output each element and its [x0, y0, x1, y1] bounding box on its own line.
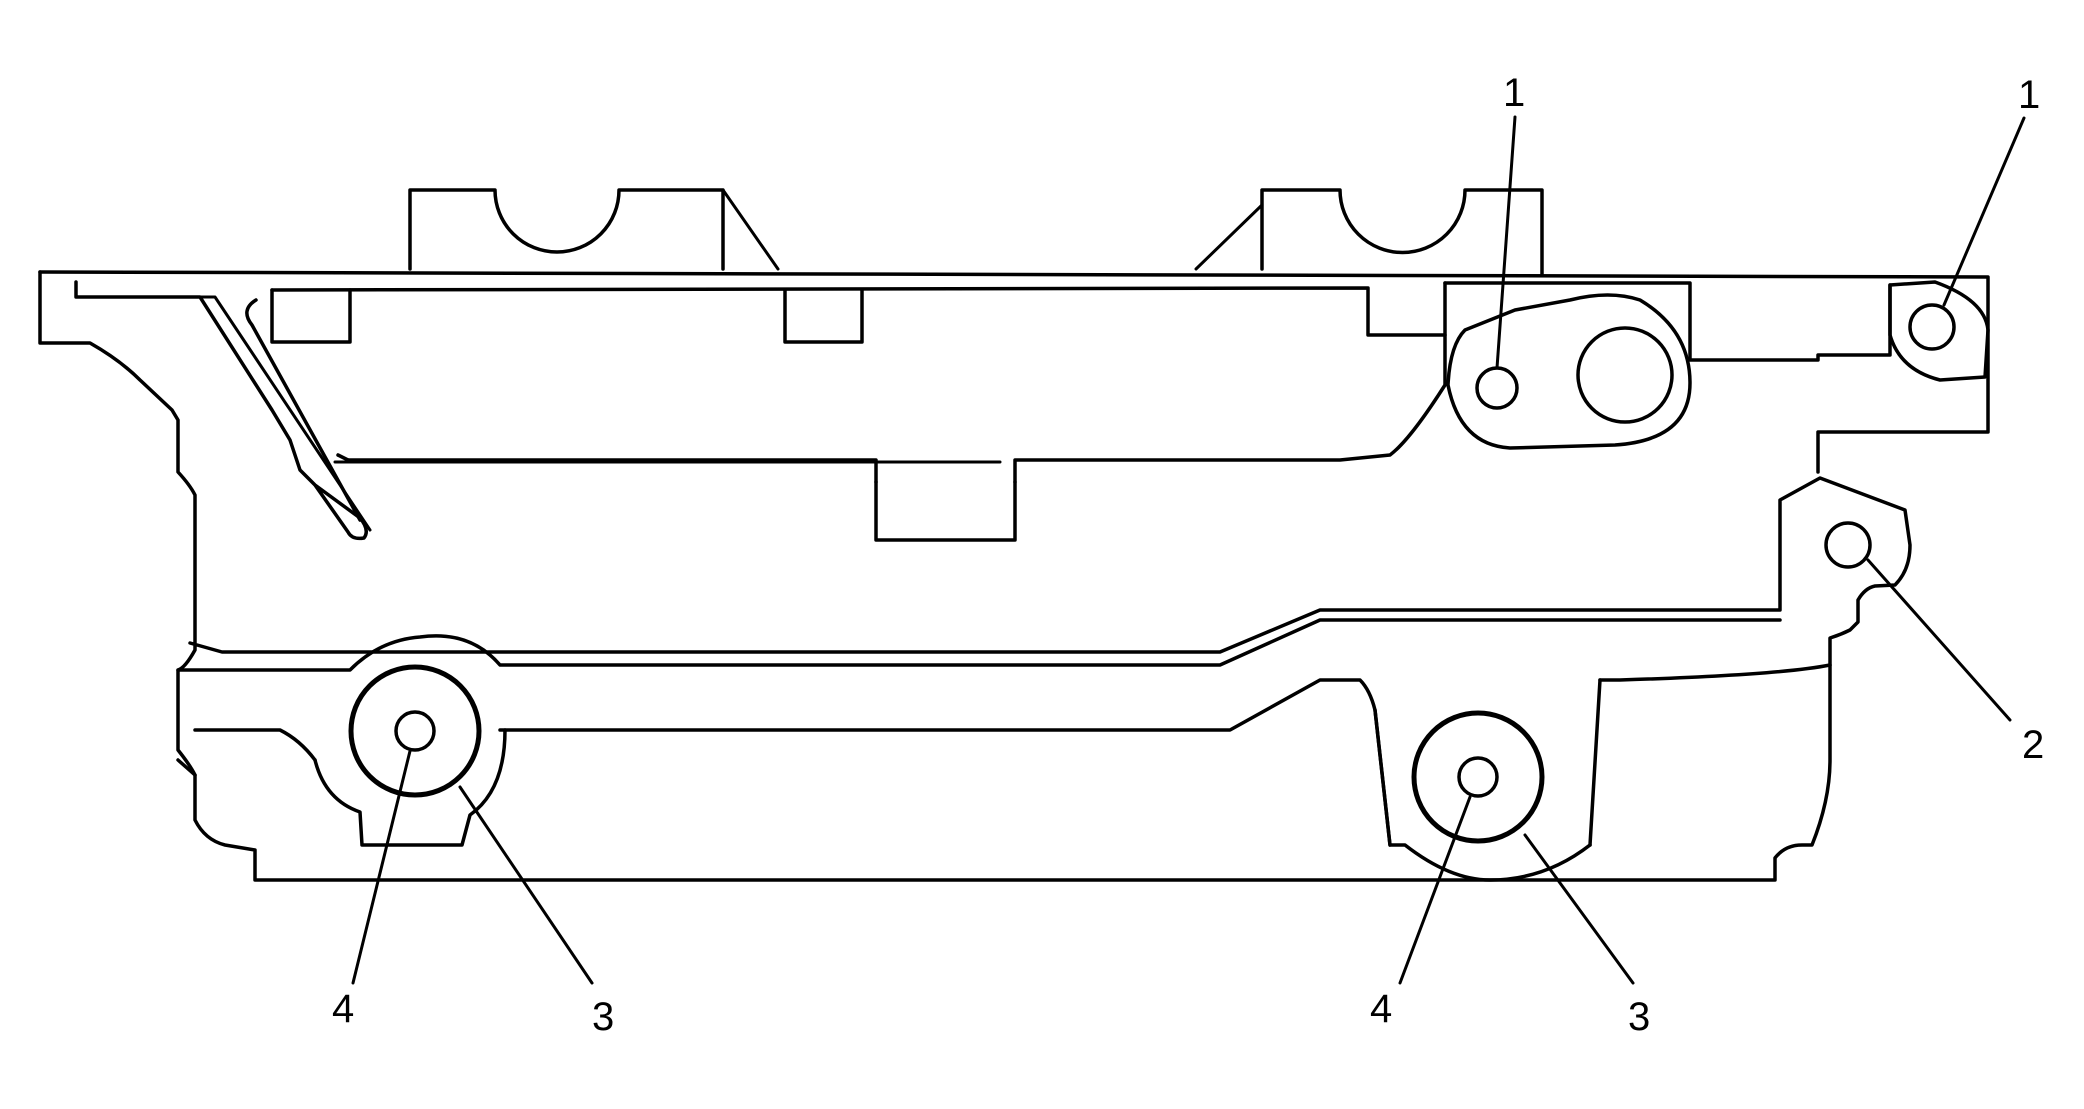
callout-label: 4 — [332, 987, 354, 1031]
bolt-hole-2 — [1824, 521, 1872, 569]
bearing-cap-right — [1194, 188, 1544, 277]
callout-label: 1 — [2018, 73, 2040, 117]
seal-ring-left — [348, 664, 482, 798]
leader-1a — [1495, 115, 1517, 370]
bearing-cap-left — [408, 188, 780, 271]
bolt-boss-lever — [1446, 293, 1692, 450]
boss-bore — [1576, 326, 1674, 424]
leader-4b — [1398, 795, 1472, 985]
callout-label: 3 — [592, 995, 614, 1039]
lower-boss-left — [313, 664, 507, 847]
leader-lines — [351, 115, 2026, 985]
callout-label: 1 — [1503, 71, 1525, 115]
bolt-boss-2 — [1824, 521, 1872, 569]
leader-4a — [351, 749, 412, 985]
callout-label: 4 — [1370, 987, 1392, 1031]
leader-3a — [458, 785, 594, 985]
bolt-hole-4-right — [1457, 756, 1499, 798]
callout-label: 2 — [2022, 723, 2044, 767]
left-flange — [74, 280, 372, 541]
seal-ring-right — [1411, 710, 1545, 844]
leader-1b — [1942, 116, 2026, 307]
callout-label: 3 — [1628, 995, 1650, 1039]
lower-boss-right — [1373, 708, 1592, 882]
cover-outer-outline — [38, 270, 1990, 882]
bolt-hole-1b — [1908, 303, 1956, 351]
leader-2 — [1866, 558, 2012, 722]
bolt-hole-1a — [1475, 366, 1519, 410]
inner-upper-rail — [270, 281, 1892, 542]
right-corner-boss — [1888, 280, 1990, 382]
leader-3b — [1523, 833, 1635, 985]
bolt-hole-4-left — [394, 710, 436, 752]
